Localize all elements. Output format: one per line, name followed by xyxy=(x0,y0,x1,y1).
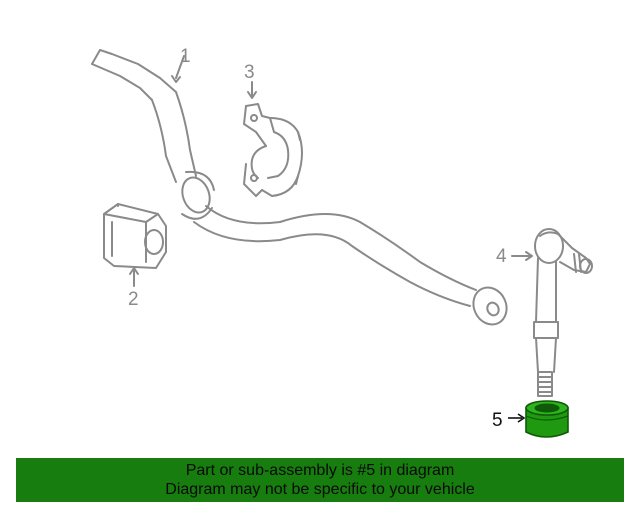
highlighted-part-5[interactable] xyxy=(525,400,569,438)
callout-4: 4 xyxy=(496,246,507,267)
callout-2: 2 xyxy=(128,289,139,310)
callout-5: 5 xyxy=(492,410,503,431)
bracket-part xyxy=(243,103,303,197)
banner-line-disclaimer: Diagram may not be specific to your vehi… xyxy=(165,481,475,498)
stabilizer-bar-part xyxy=(91,49,508,326)
info-banner: Part or sub-assembly is #5 in diagram Di… xyxy=(16,458,624,502)
callout-leader-5 xyxy=(508,413,526,423)
stabilizer-link-part xyxy=(533,228,593,397)
banner-line-part-number: Part or sub-assembly is #5 in diagram xyxy=(185,462,455,479)
callout-3: 3 xyxy=(244,62,255,83)
bushing-part xyxy=(103,203,167,269)
callout-1: 1 xyxy=(180,46,191,67)
callout-leaders xyxy=(129,55,533,287)
